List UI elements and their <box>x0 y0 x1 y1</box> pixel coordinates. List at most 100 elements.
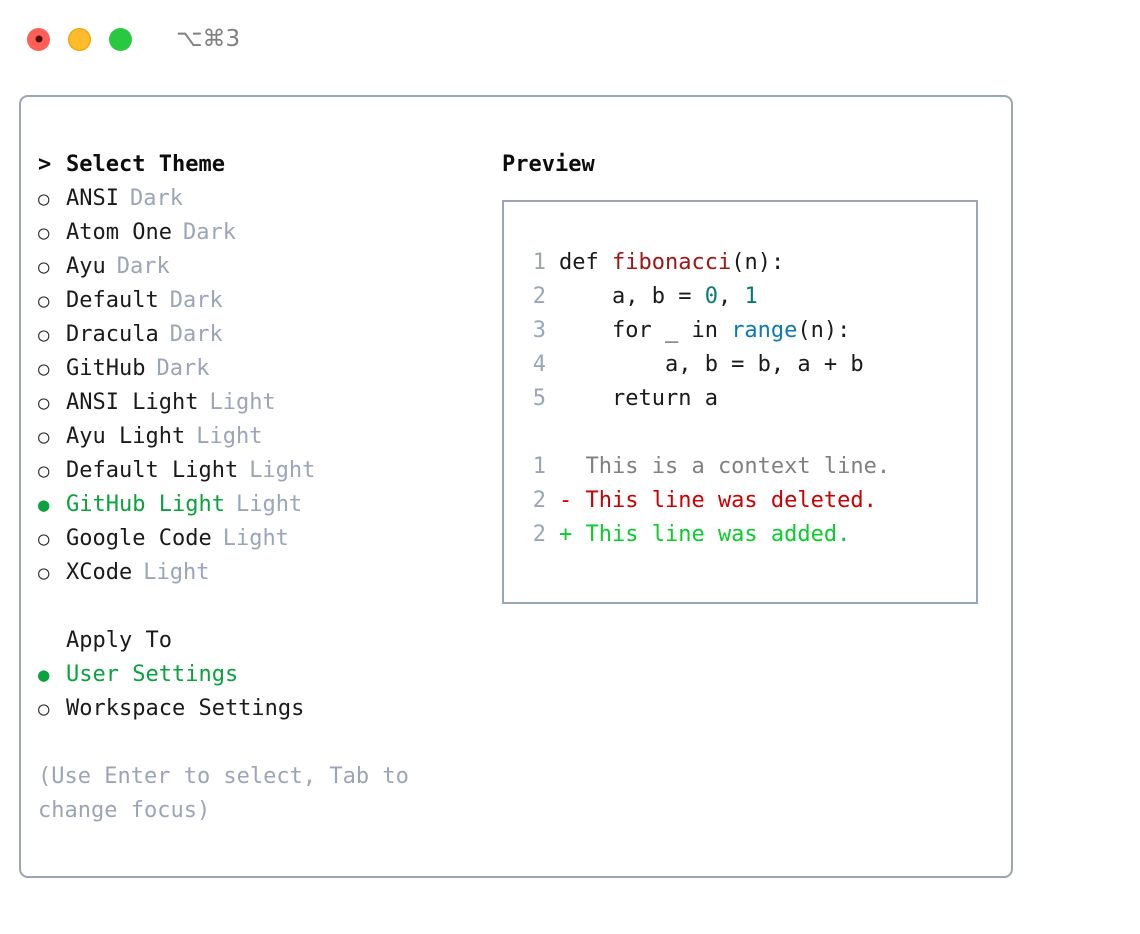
radio-selected-icon: ● <box>38 494 50 516</box>
theme-variant: Dark <box>169 322 223 347</box>
radio-unselected-icon: ○ <box>38 426 50 448</box>
code-token: def <box>559 250 612 275</box>
maximize-button-icon[interactable] <box>109 27 132 51</box>
code-token: (n): <box>731 250 785 275</box>
radio-unselected-icon: ○ <box>38 290 50 312</box>
keyboard-shortcut-label: ⌥⌘3 <box>176 26 241 52</box>
radio-unselected-icon: ○ <box>38 358 50 380</box>
line-number: 2 <box>532 284 546 309</box>
theme-name: Google Code <box>66 526 212 551</box>
theme-name: Atom One <box>66 220 172 245</box>
theme-variant: Dark <box>182 220 236 245</box>
theme-name: ANSI Light <box>66 390 199 415</box>
code-line: 2 a, b = 0, 1 <box>520 280 976 314</box>
line-number: 4 <box>532 352 546 377</box>
code-token: for _ in <box>559 318 732 343</box>
theme-name: Default <box>66 288 159 313</box>
theme-name: Ayu Light <box>66 424 186 449</box>
line-number: 2 <box>532 522 546 547</box>
radio-unselected-icon: ○ <box>38 222 50 244</box>
apply-to-header: Apply To <box>38 624 478 658</box>
theme-name: Dracula <box>66 322 159 347</box>
code-line: 3 for _ in range(n): <box>520 314 976 348</box>
theme-variant: Dark <box>169 288 223 313</box>
code-line: 4 a, b = b, a + b <box>520 348 976 382</box>
radio-unselected-icon: ○ <box>38 698 50 720</box>
diff-text: + This line was added. <box>559 522 851 547</box>
focus-caret-icon: > <box>38 152 52 177</box>
radio-unselected-icon: ○ <box>38 188 50 210</box>
code-token: a, b = <box>559 284 705 309</box>
theme-name: Ayu <box>66 254 106 279</box>
theme-option-atom-one-dark[interactable]: ○ Atom One Dark <box>38 216 478 250</box>
minimize-button-icon[interactable] <box>68 27 91 51</box>
theme-variant: Dark <box>156 356 210 381</box>
title-bar: ⌥⌘3 <box>0 0 1140 78</box>
diff-text: - This line was deleted. <box>559 488 877 513</box>
line-number: 5 <box>532 386 546 411</box>
theme-option-github-dark[interactable]: ○ GitHub Dark <box>38 352 478 386</box>
traffic-light-group <box>27 27 132 51</box>
radio-selected-icon: ● <box>38 664 50 686</box>
theme-name: GitHub Light <box>66 492 225 517</box>
theme-variant: Light <box>143 560 210 585</box>
keyboard-hint-text: (Use Enter to select, Tab to change focu… <box>38 764 423 823</box>
close-button-icon[interactable] <box>27 27 50 51</box>
theme-variant: Light <box>196 424 263 449</box>
diff-line-context: 1 This is a context line. <box>520 450 976 484</box>
line-number: 2 <box>532 488 546 513</box>
select-theme-header: > Select Theme <box>38 148 478 182</box>
radio-unselected-icon: ○ <box>38 562 50 584</box>
diff-line-added: 2 + This line was added. <box>520 518 976 552</box>
diff-text: This is a context line. <box>559 454 891 479</box>
code-token: a, b = b, a + b <box>559 352 864 377</box>
code-token-builtin: range <box>731 318 798 343</box>
code-token-number: 1 <box>744 284 758 309</box>
preview-title: Preview <box>502 152 595 177</box>
code-line: 5 return a <box>520 382 976 416</box>
code-token: , <box>717 284 745 309</box>
theme-name: XCode <box>66 560 133 585</box>
theme-variant: Light <box>249 458 316 483</box>
theme-option-dracula-dark[interactable]: ○ Dracula Dark <box>38 318 478 352</box>
code-token: (n): <box>797 318 851 343</box>
code-token-number: 0 <box>704 284 718 309</box>
theme-name: Default Light <box>66 458 239 483</box>
radio-unselected-icon: ○ <box>38 324 50 346</box>
line-number: 1 <box>532 454 546 479</box>
line-number: 3 <box>532 318 546 343</box>
apply-to-option-user-settings[interactable]: ● User Settings <box>38 658 478 692</box>
apply-to-marker-spacer <box>38 624 66 658</box>
code-blank-line <box>520 416 976 450</box>
theme-option-ayu-light[interactable]: ○ Ayu Light Light <box>38 420 478 454</box>
select-theme-title: Select Theme <box>66 152 225 177</box>
theme-option-github-light[interactable]: ● GitHub Light Light <box>38 488 478 522</box>
theme-option-xcode-light[interactable]: ○ XCode Light <box>38 556 478 590</box>
theme-name: ANSI <box>66 186 119 211</box>
apply-to-section: Apply To ● User Settings ○ Workspace Setti… <box>38 624 478 726</box>
line-number: 1 <box>532 250 546 275</box>
theme-variant: Light <box>209 390 276 415</box>
theme-name: GitHub <box>66 356 146 381</box>
radio-unselected-icon: ○ <box>38 392 50 414</box>
apply-to-title: Apply To <box>66 628 172 653</box>
theme-variant: Light <box>235 492 303 517</box>
theme-option-ansi-light[interactable]: ○ ANSI Light Light <box>38 386 478 420</box>
apply-to-name: User Settings <box>66 662 239 687</box>
theme-option-default-dark[interactable]: ○ Default Dark <box>38 284 478 318</box>
code-token: return a <box>559 386 718 411</box>
apply-to-option-workspace-settings[interactable]: ○ Workspace Settings <box>38 692 478 726</box>
radio-unselected-icon: ○ <box>38 528 50 550</box>
apply-to-name: Workspace Settings <box>66 696 305 721</box>
theme-variant: Dark <box>116 254 170 279</box>
